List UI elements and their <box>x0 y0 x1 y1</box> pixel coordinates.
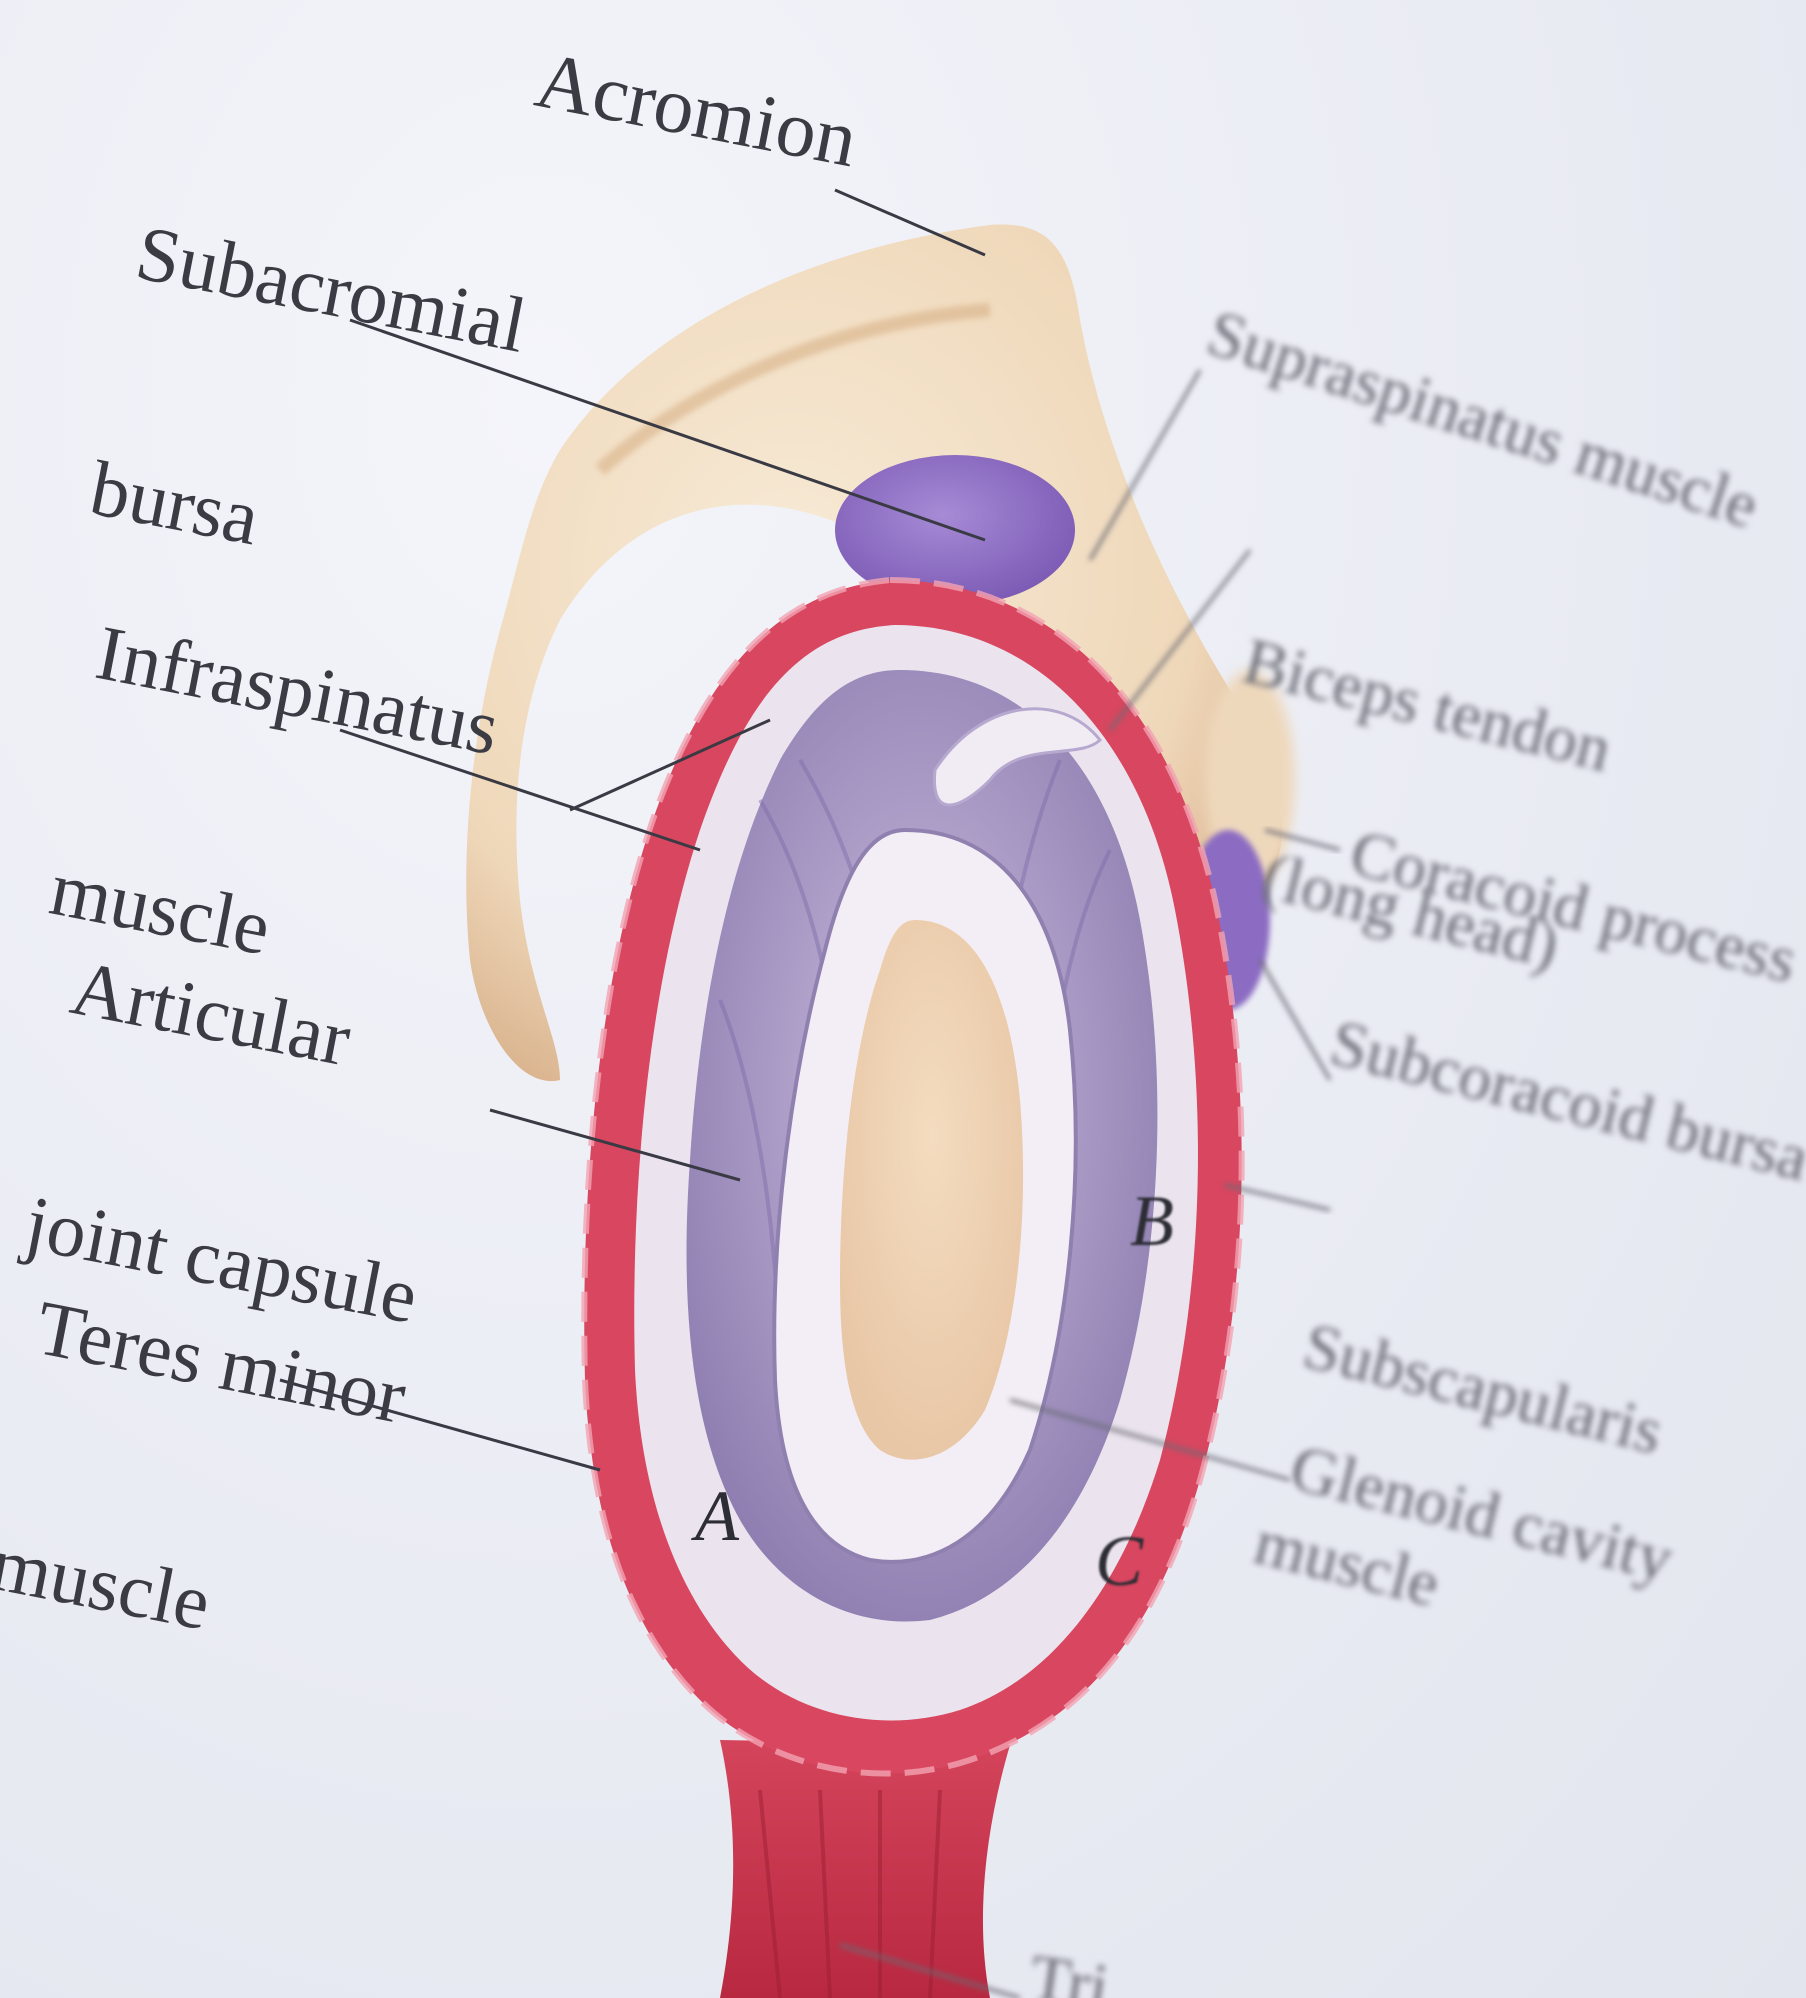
leader-biceps-tendon <box>1110 550 1250 730</box>
leader-articular-capsule <box>490 1110 740 1180</box>
leader-supraspinatus <box>1090 370 1200 560</box>
leader-glenoid <box>1010 1400 1290 1480</box>
label-biceps-tendon-line1: Biceps tendon <box>1237 628 1618 783</box>
region-label-c: C <box>1095 1525 1143 1597</box>
label-triceps-partial: Tri <box>1026 1945 1113 1998</box>
label-subacromial-bursa-line1: Subacromial <box>130 213 532 365</box>
label-articular-capsule-line1: Articular <box>65 948 469 1100</box>
leader-subscapularis <box>1225 1185 1330 1210</box>
label-teres-minor-line1: Teres minor <box>30 1288 412 1436</box>
label-subscapularis-line1: Subscapularis <box>1297 1313 1669 1466</box>
label-infraspinatus-line1: Infraspinatus <box>90 613 505 767</box>
leader-infraspinatus-branch <box>570 720 770 810</box>
region-label-b: B <box>1130 1185 1174 1257</box>
label-teres-minor-line2: muscle <box>0 1524 366 1672</box>
region-label-a: A <box>695 1480 739 1552</box>
leader-acromion <box>835 190 985 255</box>
leader-triceps <box>840 1945 1020 1998</box>
